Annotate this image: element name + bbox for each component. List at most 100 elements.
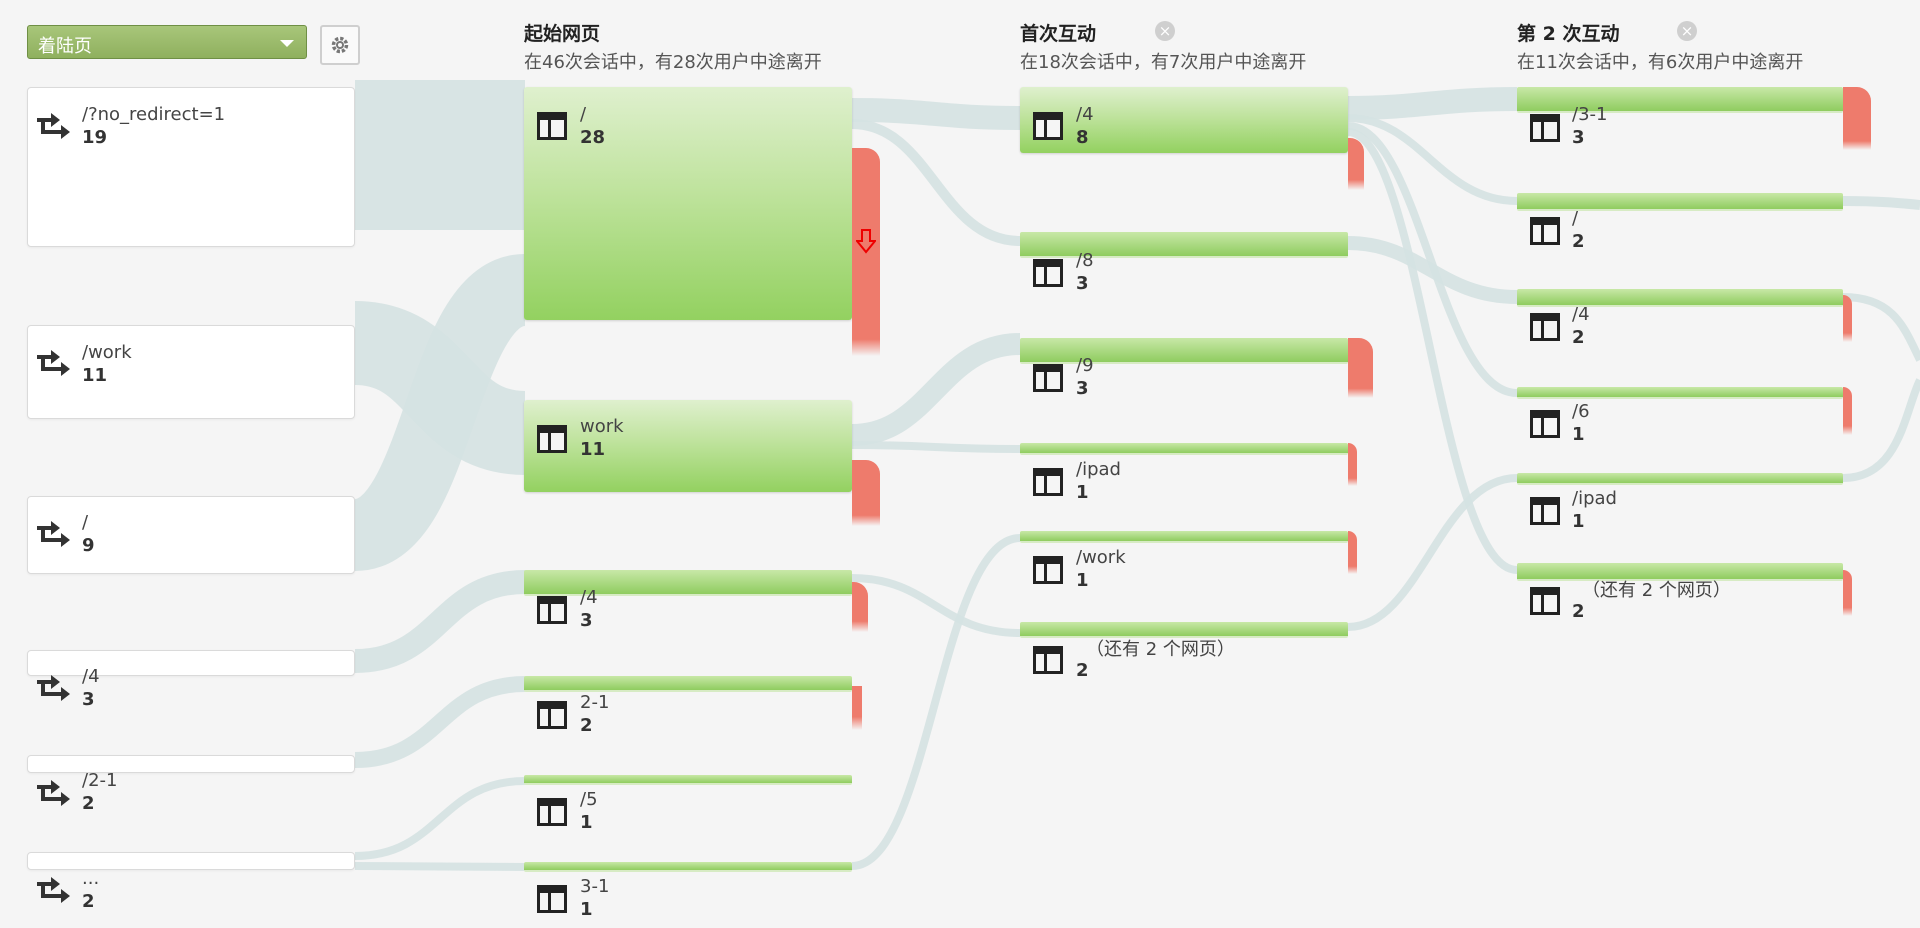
page-node[interactable] — [524, 400, 852, 492]
page-label: /4 — [1076, 104, 1094, 125]
page-label: /3-1 — [1572, 104, 1608, 125]
page-icon — [1033, 556, 1063, 584]
close-icon[interactable]: × — [1677, 21, 1697, 41]
column-title-start: 起始网页 — [524, 23, 601, 45]
page-node[interactable] — [1517, 193, 1843, 211]
dropoff-bar[interactable] — [1348, 138, 1364, 160]
page-label: /ipad — [1572, 488, 1617, 509]
dropoff-bar[interactable] — [1348, 531, 1357, 555]
landing-node[interactable] — [27, 87, 355, 247]
page-count: 2 — [1572, 327, 1585, 348]
page-icon — [1530, 497, 1560, 525]
landing-node[interactable] — [27, 325, 355, 419]
page-icon — [537, 885, 567, 913]
dropoff-bar[interactable] — [1843, 295, 1852, 319]
page-node[interactable] — [1020, 338, 1348, 364]
landing-node[interactable] — [27, 650, 355, 676]
page-node[interactable] — [1020, 232, 1348, 258]
page-count: 1 — [1572, 511, 1585, 532]
page-node[interactable] — [1020, 622, 1348, 638]
close-icon[interactable]: × — [1155, 21, 1175, 41]
dropoff-bar[interactable] — [1348, 443, 1357, 467]
page-count: 3 — [1076, 378, 1089, 399]
page-node[interactable] — [524, 862, 852, 872]
dropoff-fade — [852, 300, 880, 356]
landing-arrow-icon — [37, 780, 70, 806]
landing-node[interactable] — [27, 852, 355, 870]
landing-count: 19 — [82, 127, 108, 148]
landing-arrow-icon — [37, 521, 70, 547]
page-label: /9 — [1076, 355, 1094, 376]
page-icon — [1033, 468, 1063, 496]
dropoff-fade — [1843, 405, 1852, 435]
flow-link — [1842, 378, 1920, 482]
page-count: 2 — [1572, 601, 1585, 622]
column-subtitle-second: 在11次会话中，有6次用户中途离开 — [1517, 52, 1804, 73]
flow-link — [1347, 87, 1518, 120]
page-label: /8 — [1076, 250, 1094, 271]
dropoff-fade — [1348, 156, 1364, 190]
landing-node[interactable] — [27, 755, 355, 773]
page-node[interactable] — [524, 570, 852, 596]
page-count: 2 — [1076, 660, 1089, 681]
dropoff-bar[interactable] — [852, 148, 880, 318]
page-icon — [537, 701, 567, 729]
page-node[interactable] — [1517, 87, 1843, 113]
flow-link — [1347, 236, 1518, 304]
flow-link — [1347, 114, 1518, 205]
page-node[interactable] — [1020, 443, 1348, 455]
landing-count: 2 — [82, 891, 95, 912]
dropoff-fade — [1843, 588, 1852, 616]
page-icon — [1530, 587, 1560, 615]
settings-button[interactable] — [320, 25, 360, 65]
page-icon — [1530, 114, 1560, 142]
page-node[interactable] — [1517, 289, 1843, 307]
dropoff-fade — [1843, 312, 1852, 342]
page-icon — [1530, 410, 1560, 438]
page-label: / — [1572, 208, 1579, 229]
gear-icon — [331, 36, 349, 54]
landing-node[interactable] — [27, 496, 355, 574]
flow-link — [851, 333, 1021, 446]
page-label: （还有 2 个网页） — [1086, 639, 1235, 660]
dropoff-bar[interactable] — [1843, 570, 1852, 594]
flow-link — [851, 574, 1021, 637]
flow-link — [851, 119, 1021, 246]
dropoff-bar[interactable] — [1843, 387, 1852, 411]
page-label: /5 — [580, 789, 598, 810]
dropoff-fade — [1843, 120, 1871, 150]
page-node[interactable] — [524, 676, 852, 692]
page-node[interactable] — [524, 87, 852, 320]
page-node[interactable] — [1020, 87, 1348, 153]
page-label: /4 — [580, 587, 598, 608]
flow-link — [354, 862, 526, 871]
flow-link — [354, 777, 526, 860]
page-count: 8 — [1076, 127, 1089, 148]
column-subtitle-first: 在18次会话中，有7次用户中途离开 — [1020, 52, 1307, 73]
page-label: work — [580, 416, 624, 437]
page-label: /4 — [1572, 304, 1590, 325]
flow-link — [851, 534, 1021, 870]
page-node[interactable] — [1517, 563, 1843, 581]
page-node[interactable] — [1020, 531, 1348, 543]
page-count: 1 — [580, 899, 593, 920]
flow-link — [1347, 128, 1518, 574]
page-label: 2-1 — [580, 692, 610, 713]
dropoff-arrow-icon — [856, 229, 876, 254]
page-node[interactable] — [1517, 387, 1843, 399]
flow-link — [1842, 293, 1920, 362]
landing-label: ... — [82, 868, 100, 889]
page-icon — [1033, 259, 1063, 287]
page-count: 1 — [1076, 570, 1089, 591]
page-count: 1 — [1076, 482, 1089, 503]
flow-link — [851, 98, 1021, 130]
page-node[interactable] — [1517, 473, 1843, 485]
page-icon — [537, 425, 567, 453]
dropdown-label: 着陆页 — [38, 36, 92, 57]
chevron-down-icon — [280, 40, 294, 47]
dimension-dropdown[interactable]: 着陆页 — [27, 25, 307, 59]
page-icon — [1033, 364, 1063, 392]
page-node[interactable] — [524, 775, 852, 785]
page-icon — [537, 798, 567, 826]
